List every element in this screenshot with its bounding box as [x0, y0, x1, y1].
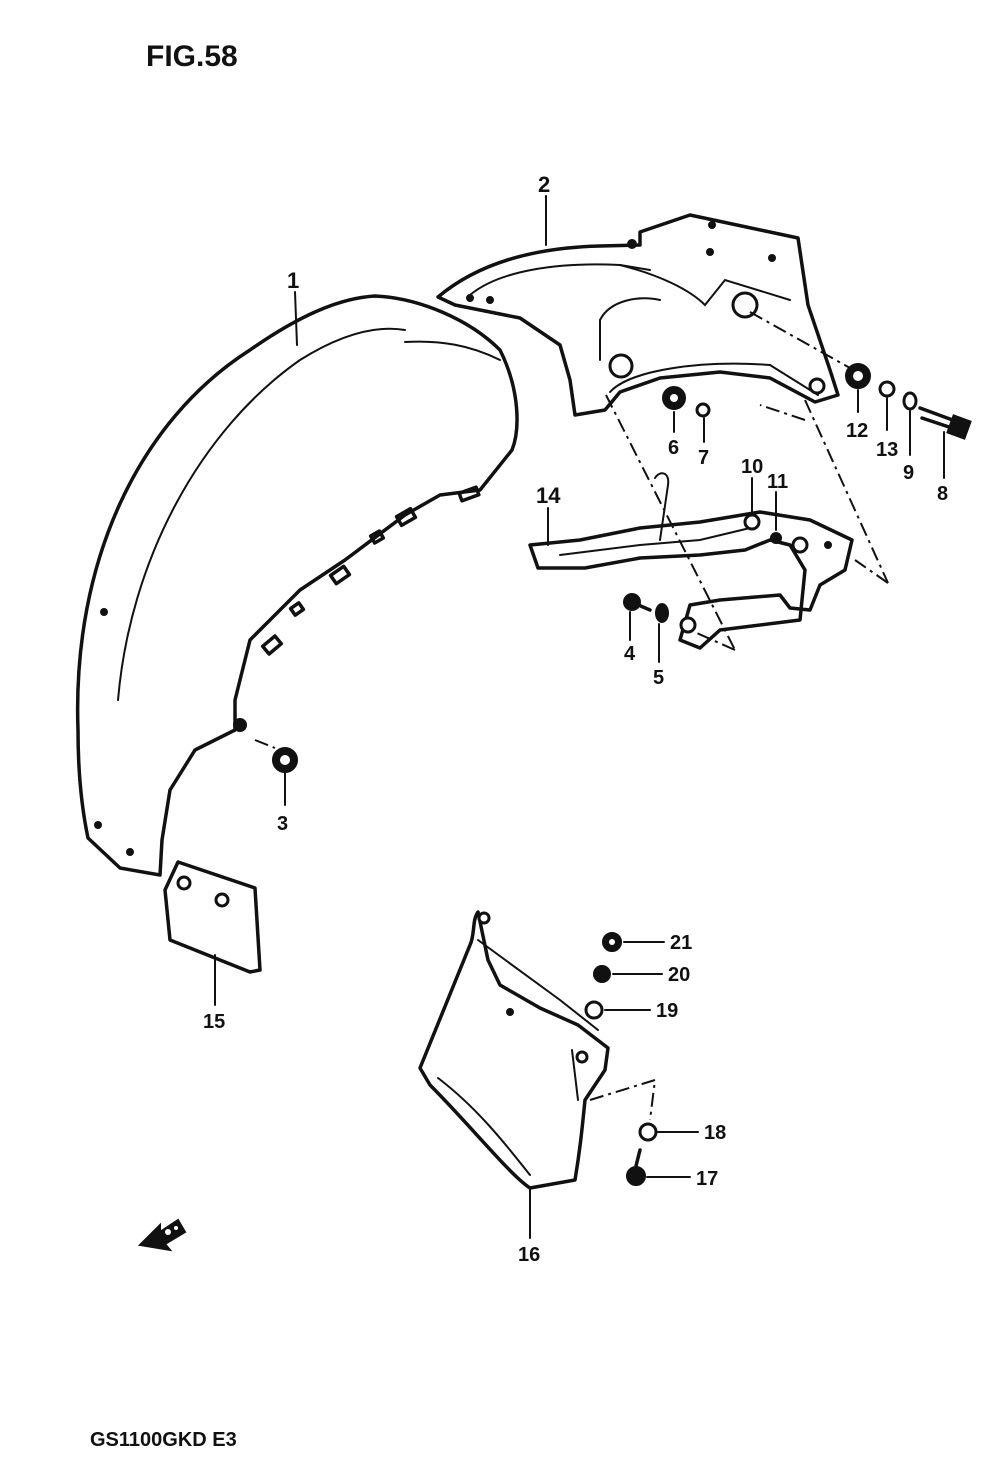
callout-3: 3	[277, 813, 288, 835]
callout-20: 20	[668, 964, 690, 986]
callout-10: 10	[741, 456, 763, 478]
grommet-part-3	[272, 747, 298, 773]
fender-bracket-part-2	[436, 213, 840, 417]
mud-guard-part-16	[418, 910, 610, 1190]
callout-14: 14	[536, 483, 561, 508]
callout-12: 12	[846, 420, 868, 442]
callout-13: 13	[876, 439, 898, 461]
assembly-line	[854, 559, 889, 584]
nut-part-20	[593, 965, 611, 983]
hardware-part-10	[743, 513, 761, 531]
hardware-part-11	[770, 532, 782, 544]
washer-part-19	[584, 1000, 604, 1020]
callout-17: 17	[696, 1168, 718, 1190]
callout-15: 15	[203, 1011, 225, 1033]
callout-21: 21	[670, 932, 692, 954]
hardware-part-6	[662, 386, 686, 410]
hardware-part-5	[655, 603, 669, 623]
leader-line-1	[294, 291, 298, 346]
hardware-part-13	[878, 380, 896, 398]
mud-flap-part-15	[163, 860, 262, 974]
bolt-part-4	[623, 593, 652, 612]
hardware-part-7	[695, 402, 711, 418]
callout-16: 16	[518, 1244, 540, 1266]
figure-title: FIG.58	[146, 40, 238, 73]
callout-6: 6	[668, 437, 679, 459]
assembly-line	[254, 739, 276, 749]
callout-11: 11	[767, 471, 788, 493]
callout-4: 4	[624, 643, 636, 665]
front-direction-arrow-icon	[137, 1218, 187, 1252]
callout-8: 8	[937, 483, 948, 505]
nut-part-21	[602, 932, 622, 952]
assembly-line	[605, 394, 736, 651]
carrier-bar-part-14	[528, 472, 854, 650]
callout-5: 5	[653, 667, 664, 689]
callout-1: 1	[287, 268, 299, 293]
rear-fender-part-1	[75, 294, 519, 877]
bolt-part-8	[918, 406, 972, 440]
hardware-part-12	[845, 363, 871, 389]
callout-7: 7	[698, 447, 709, 469]
assembly-line	[749, 311, 851, 369]
hardware-part-9	[902, 391, 918, 411]
assembly-line	[589, 1078, 657, 1121]
washer-part-18	[638, 1122, 658, 1142]
callout-18: 18	[704, 1122, 726, 1144]
callout-2: 2	[538, 172, 550, 197]
bolt-part-17	[626, 1148, 646, 1186]
assembly-line	[689, 629, 736, 651]
assembly-line	[759, 404, 806, 421]
assembly-line	[804, 399, 889, 584]
model-code: GS1100GKD E3	[90, 1429, 237, 1451]
callout-19: 19	[656, 1000, 678, 1022]
callout-9: 9	[903, 462, 914, 484]
